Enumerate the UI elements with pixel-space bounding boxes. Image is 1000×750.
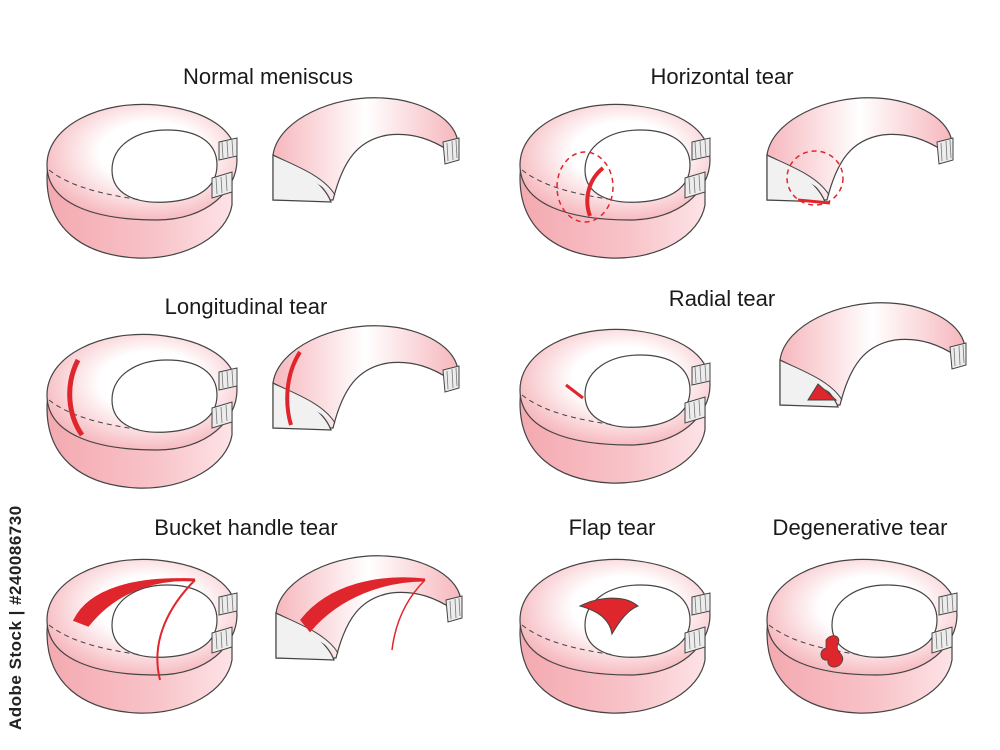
meniscus-full-flap bbox=[519, 558, 711, 714]
title-normal-meniscus: Normal meniscus bbox=[183, 64, 353, 89]
title-longitudinal-tear: Longitudinal tear bbox=[164, 294, 328, 319]
tear-radial-mark bbox=[565, 383, 584, 400]
title-degenerative-tear: Degenerative tear bbox=[772, 515, 948, 540]
title-radial-tear: Radial tear bbox=[668, 286, 776, 311]
meniscus-half-longitudinal bbox=[272, 325, 460, 431]
meniscus-full-longitudinal bbox=[46, 333, 238, 489]
meniscus-full-degenerative bbox=[766, 558, 958, 714]
watermark: Adobe Stock | #240086730 bbox=[6, 505, 25, 730]
meniscus-full-radial bbox=[519, 328, 711, 484]
tear-radial-mark-half bbox=[807, 383, 838, 401]
title-horizontal-tear: Horizontal tear bbox=[650, 64, 794, 89]
tear-flap-mark bbox=[578, 597, 639, 636]
meniscus-half-radial bbox=[779, 302, 967, 408]
tear-zone-outline-half bbox=[786, 150, 844, 206]
meniscus-full-horizontal bbox=[519, 103, 711, 259]
title-flap-tear: Flap tear bbox=[568, 515, 656, 540]
tear-longitudinal-mark-half bbox=[285, 350, 302, 426]
meniscus-half-bucket-handle bbox=[275, 555, 463, 661]
tear-horizontal-mark-half bbox=[797, 198, 831, 205]
tear-horizontal-mark bbox=[585, 166, 605, 217]
tear-bucket-handle-edge-half bbox=[391, 579, 426, 651]
tear-degenerative-mark bbox=[820, 635, 844, 668]
tear-bucket-handle-edge bbox=[156, 579, 196, 681]
meniscus-half-horizontal bbox=[766, 97, 954, 203]
tear-longitudinal-mark bbox=[67, 358, 85, 437]
title-bucket-handle-tear: Bucket handle tear bbox=[154, 515, 338, 540]
meniscus-full-normal bbox=[46, 103, 238, 259]
tear-zone-outline bbox=[556, 151, 614, 223]
meniscus-half-normal bbox=[272, 97, 460, 203]
